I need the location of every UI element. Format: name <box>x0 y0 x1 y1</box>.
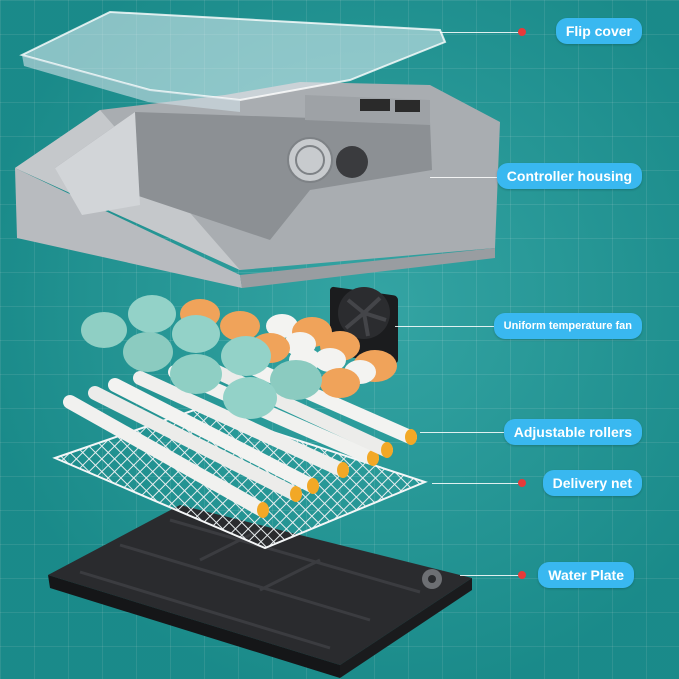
adjustable-rollers <box>63 351 417 518</box>
eggs-cluster <box>81 295 397 419</box>
temperature-fan <box>330 286 398 364</box>
controller-housing <box>15 82 500 288</box>
flip-cover <box>19 10 447 112</box>
water-plate-tray <box>48 505 472 678</box>
